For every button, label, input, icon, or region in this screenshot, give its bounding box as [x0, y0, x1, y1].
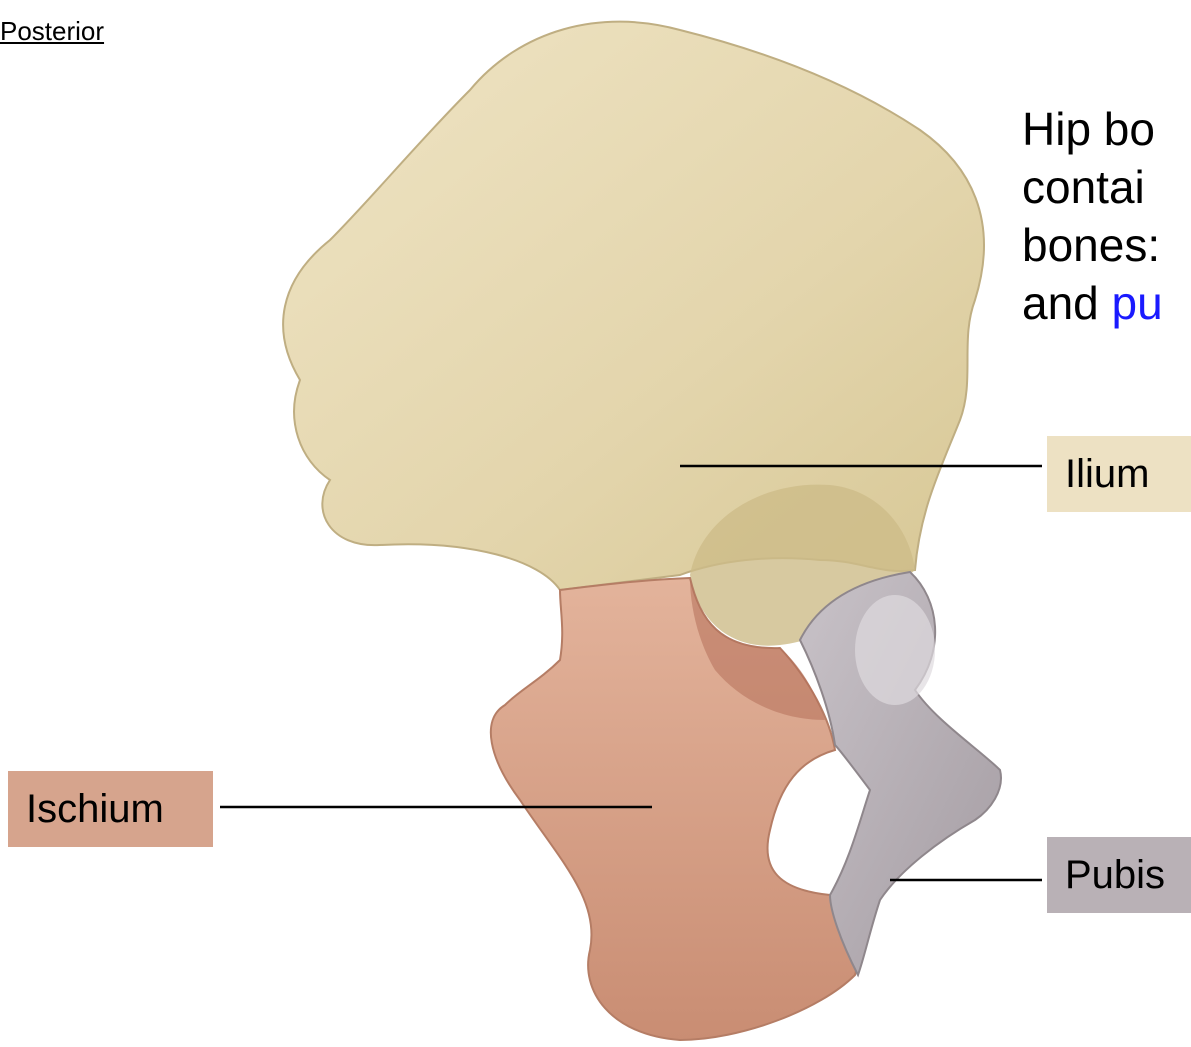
intro-line-4-prefix: and — [1022, 277, 1112, 329]
pubis-label: Pubis — [1047, 837, 1191, 913]
ischium-label-text: Ischium — [26, 787, 164, 832]
intro-line-1: Hip bo — [1022, 100, 1191, 158]
ilium-label: Ilium — [1047, 436, 1191, 512]
pubis-label-text: Pubis — [1065, 853, 1165, 898]
intro-line-2: contai — [1022, 158, 1191, 216]
pubis-highlight — [855, 595, 935, 705]
view-label: Posterior — [0, 16, 104, 47]
ischium-region — [491, 578, 856, 1040]
intro-line-3: bones: — [1022, 216, 1191, 274]
ilium-label-text: Ilium — [1065, 452, 1149, 497]
intro-line-4: and pu — [1022, 274, 1191, 332]
ischium-label: Ischium — [8, 771, 213, 847]
intro-text: Hip bo contai bones: and pu — [1022, 100, 1191, 332]
intro-line-4-highlight: pu — [1112, 277, 1163, 329]
